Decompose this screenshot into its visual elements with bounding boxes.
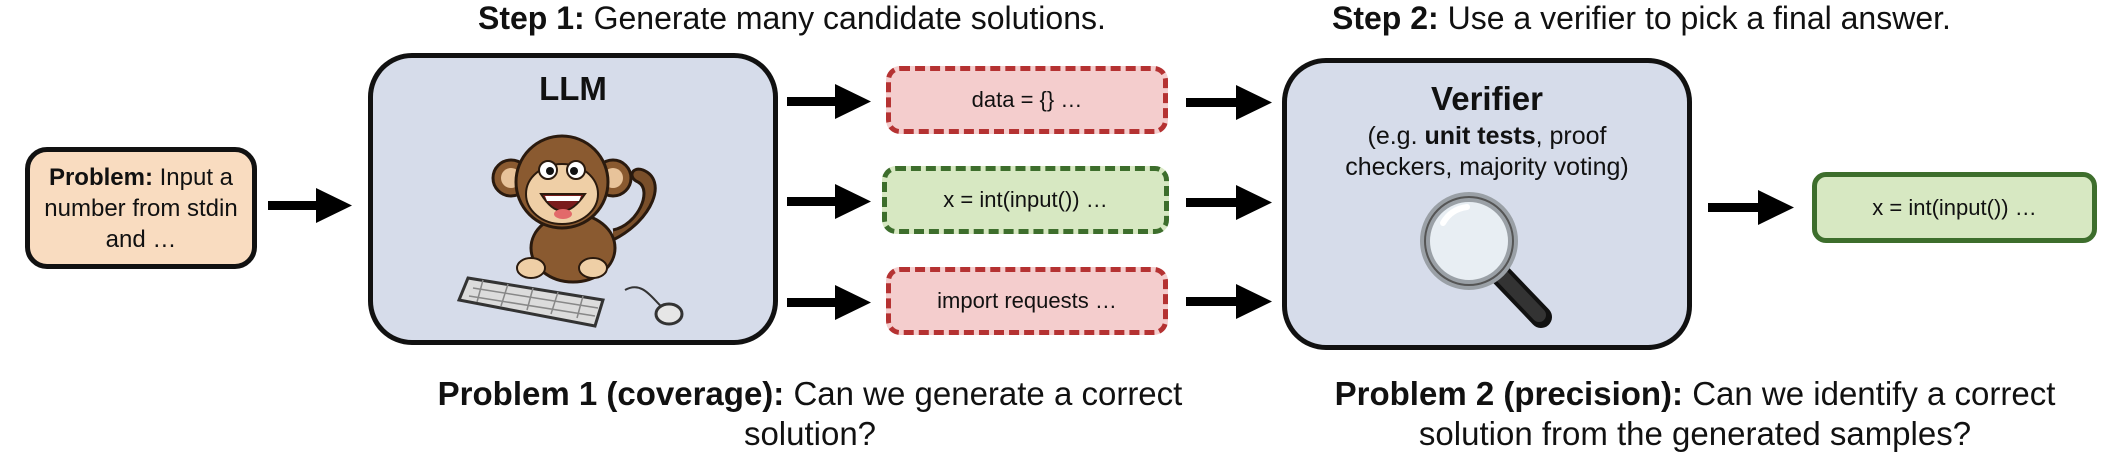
- candidate-box-3: import requests …: [886, 267, 1168, 335]
- candidate-box-2: x = int(input()) …: [882, 166, 1169, 234]
- arrow-right-icon: [1186, 185, 1272, 220]
- verifier-line2: checkers, majority voting): [1345, 153, 1629, 181]
- monkey-icon: [456, 134, 684, 328]
- verifier-examples: (e.g. unit tests, proof checkers, majori…: [1287, 121, 1687, 183]
- verifier-line1-prefix: (e.g.: [1367, 122, 1425, 150]
- verifier-panel: Verifier (e.g. unit tests, proof checker…: [1282, 58, 1692, 350]
- problem-text: Input a number from stdin and …: [44, 163, 238, 253]
- arrow-right-icon: [787, 285, 871, 320]
- llm-panel: LLM: [368, 53, 778, 345]
- problem-2-label: Problem 2 (precision):: [1334, 375, 1684, 412]
- final-answer-box: x = int(input()) …: [1812, 172, 2097, 243]
- problem-1-label: Problem 1 (coverage):: [437, 375, 785, 412]
- verifier-title: Verifier: [1431, 80, 1543, 117]
- problem-2-caption: Problem 2 (precision): Can we identify a…: [1300, 374, 2090, 454]
- step-1-label: Step 1:: [478, 0, 585, 36]
- candidate-text: import requests …: [937, 288, 1117, 313]
- problem-1-text: Can we generate a correct solution?: [743, 375, 1183, 452]
- magnifying-glass-icon: [1420, 192, 1552, 328]
- step-2-label: Step 2:: [1332, 0, 1439, 36]
- step-1-heading: Step 1: Generate many candidate solution…: [478, 0, 1106, 37]
- candidate-box-1: data = {} …: [886, 66, 1168, 134]
- step-2-text: Use a verifier to pick a final answer.: [1438, 0, 1951, 36]
- arrow-right-icon: [1708, 190, 1794, 225]
- step-1-text: Generate many candidate solutions.: [584, 0, 1106, 36]
- step-2-heading: Step 2: Use a verifier to pick a final a…: [1332, 0, 1951, 37]
- arrow-right-icon: [1186, 284, 1272, 319]
- candidate-text: x = int(input()) …: [943, 187, 1108, 212]
- problem-1-caption: Problem 1 (coverage): Can we generate a …: [410, 374, 1210, 454]
- arrow-right-icon: [268, 188, 352, 223]
- problem-2-text: Can we identify a correct solution from …: [1418, 375, 2056, 452]
- problem-label: Problem:: [48, 163, 153, 191]
- final-answer-text: x = int(input()) …: [1872, 194, 2037, 220]
- llm-title: LLM: [539, 70, 607, 107]
- arrow-right-icon: [787, 84, 871, 119]
- verifier-line1-bold: unit tests: [1424, 122, 1536, 150]
- arrow-right-icon: [787, 184, 871, 219]
- candidate-text: data = {} …: [971, 87, 1083, 112]
- arrow-right-icon: [1186, 85, 1272, 120]
- problem-box: Problem: Input a number from stdin and …: [25, 147, 257, 269]
- verifier-line1-suffix: , proof: [1535, 122, 1607, 150]
